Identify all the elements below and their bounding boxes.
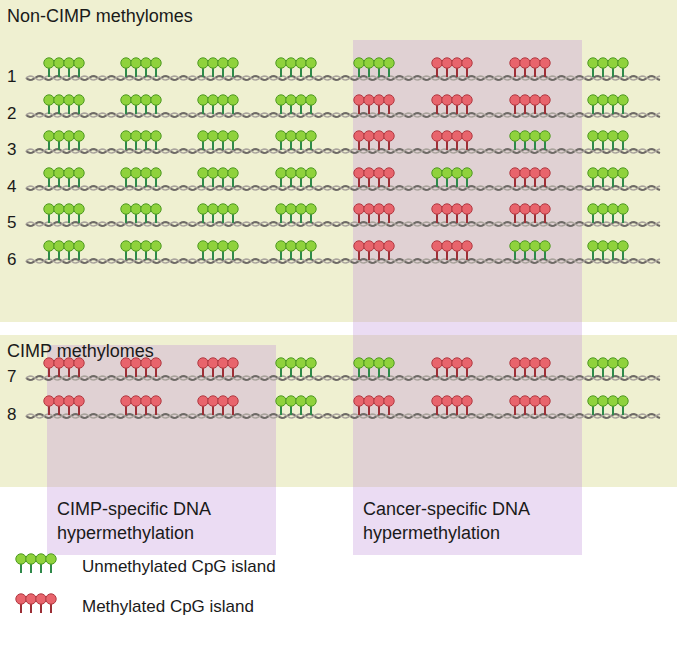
methylated-cpg (432, 95, 472, 114)
methylated-cpg (432, 396, 472, 415)
methylated-cpg (16, 594, 56, 613)
unmethylated-cpg (588, 95, 628, 114)
row-number: 8 (7, 405, 16, 425)
methylated-cpg (510, 95, 550, 114)
unmethylated-cpg (276, 396, 316, 415)
unmethylated-cpg (276, 204, 316, 223)
methylated-cpg (510, 358, 550, 377)
methylated-cpg (354, 204, 394, 223)
unmethylated-cpg (588, 204, 628, 223)
band-label: Cancer-specific DNA hypermethylation (363, 497, 572, 545)
unmethylated-cpg (432, 168, 472, 187)
unmethylated-cpg (121, 95, 161, 114)
row-number: 2 (7, 104, 16, 124)
dna-strand (26, 149, 660, 153)
methylated-cpg (432, 241, 472, 260)
methylated-cpg (354, 396, 394, 415)
unmethylated-cpg (121, 58, 161, 77)
unmethylated-cpg (354, 358, 394, 377)
unmethylated-cpg (121, 168, 161, 187)
unmethylated-cpg (276, 358, 316, 377)
unmethylated-cpg (276, 131, 316, 150)
unmethylated-cpg (588, 241, 628, 260)
unmethylated-cpg (44, 204, 84, 223)
row-number: 6 (7, 250, 16, 270)
band-label: CIMP-specific DNA hypermethylation (57, 497, 266, 545)
unmethylated-cpg (121, 131, 161, 150)
dna-strand (26, 259, 660, 263)
unmethylated-cpg (354, 58, 394, 77)
unmethylated-cpg (44, 58, 84, 77)
unmethylated-cpg (198, 204, 238, 223)
unmethylated-cpg (44, 95, 84, 114)
unmethylated-cpg (44, 168, 84, 187)
unmethylated-cpg (121, 241, 161, 260)
dna-strand (26, 222, 660, 226)
methylated-cpg (121, 396, 161, 415)
unmethylated-cpg (16, 554, 56, 573)
methylated-cpg (354, 241, 394, 260)
dna-strand (26, 414, 660, 418)
methylated-cpg (198, 396, 238, 415)
unmethylated-cpg (276, 58, 316, 77)
unmethylated-cpg (510, 241, 550, 260)
panel-title: Non-CIMP methylomes (7, 6, 193, 27)
unmethylated-cpg (588, 168, 628, 187)
methylated-cpg (510, 58, 550, 77)
unmethylated-cpg (276, 241, 316, 260)
methylated-cpg (44, 396, 84, 415)
methylated-cpg (432, 131, 472, 150)
unmethylated-cpg (276, 168, 316, 187)
row-number: 3 (7, 140, 16, 160)
methylated-cpg (432, 358, 472, 377)
legend-text: Methylated CpG island (82, 597, 254, 617)
unmethylated-cpg (198, 131, 238, 150)
unmethylated-cpg (198, 168, 238, 187)
row-number: 4 (7, 177, 16, 197)
methylated-cpg (354, 131, 394, 150)
unmethylated-cpg (588, 58, 628, 77)
legend-text: Unmethylated CpG island (82, 557, 276, 577)
methylated-cpg (354, 95, 394, 114)
methylated-cpg (432, 58, 472, 77)
methylated-cpg (354, 168, 394, 187)
methylated-cpg (510, 204, 550, 223)
methylated-cpg (510, 168, 550, 187)
hypermethylation-band: Cancer-specific DNA hypermethylation (353, 40, 582, 555)
unmethylated-cpg (44, 131, 84, 150)
methylated-cpg (432, 204, 472, 223)
row-number: 1 (7, 67, 16, 87)
unmethylated-cpg (510, 131, 550, 150)
dna-strand (26, 376, 660, 380)
unmethylated-cpg (44, 241, 84, 260)
unmethylated-cpg (198, 95, 238, 114)
unmethylated-cpg (121, 204, 161, 223)
methylated-cpg (510, 396, 550, 415)
dna-strand (26, 186, 660, 190)
panel-title: CIMP methylomes (7, 341, 154, 362)
dna-strand (26, 76, 660, 80)
methylated-cpg (198, 358, 238, 377)
methylated-cpg (121, 358, 161, 377)
row-number: 5 (7, 213, 16, 233)
unmethylated-cpg (198, 58, 238, 77)
unmethylated-cpg (588, 358, 628, 377)
methylated-cpg (44, 358, 84, 377)
unmethylated-cpg (276, 95, 316, 114)
dna-strand (26, 113, 660, 117)
unmethylated-cpg (588, 131, 628, 150)
row-number: 7 (7, 367, 16, 387)
unmethylated-cpg (588, 396, 628, 415)
unmethylated-cpg (198, 241, 238, 260)
